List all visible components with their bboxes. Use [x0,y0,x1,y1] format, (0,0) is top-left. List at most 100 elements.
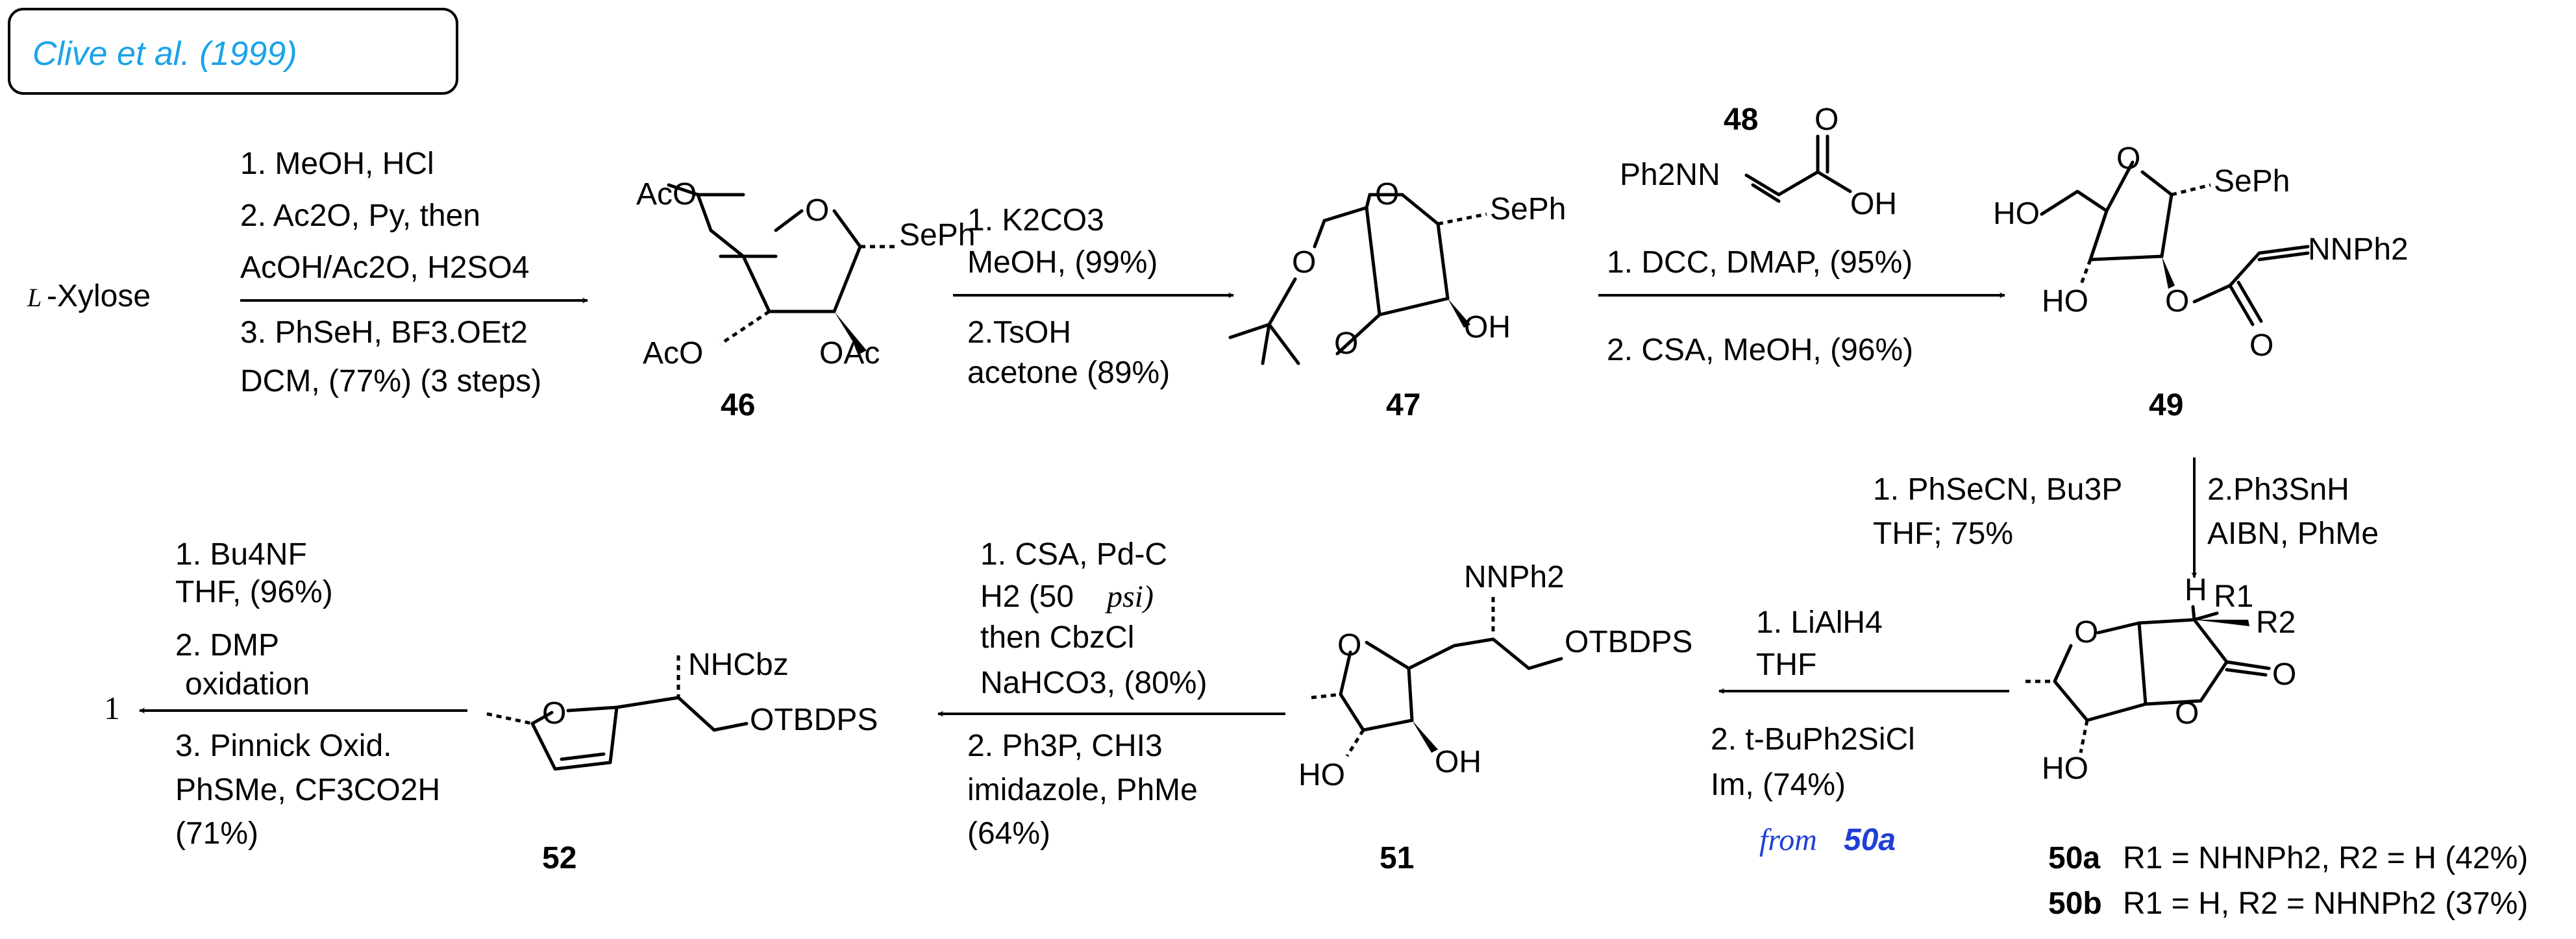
46-ring-o: O [805,193,829,228]
step-3: 1. DCC, DMAP, (95%) 2. CSA, MeOH, (96%) [1598,245,2005,367]
step-5-line-4: Im, (74%) [1711,768,1846,802]
50-o-left: O [2074,615,2098,650]
step-6-line-1: 1. CSA, Pd-C [980,537,1167,572]
52-label: 52 [542,841,576,875]
step-2-line-4: acetone (89%) [967,356,1170,390]
49-o-keto: O [2249,328,2273,363]
51-nnph2: NNPh2 [1464,560,1565,594]
step-2-line-1: 1. K2CO3 [967,203,1104,238]
compound-48: 48 O Ph2NN OH [1620,103,1897,221]
49-ho-top: HO [1993,197,2040,231]
50b-label: 50b [2048,886,2102,921]
46-aco-top: AcO [636,177,697,212]
46-seph: SePh [899,218,975,252]
final-product-label: 1 [104,690,120,726]
start-prefix: L [27,283,42,312]
citation-text: Clive et al. (1999) [32,35,297,73]
48-o: O [1814,103,1839,137]
46-oac: OAc [819,336,880,371]
47-ring-o: O [1375,177,1399,212]
step-5-from-label: 50a [1844,823,1896,857]
46-label: 46 [721,388,755,422]
50-r1: R1 [2214,579,2253,614]
compound-49: HO O SePh HO O NNPh2 O 49 [1993,141,2409,422]
step-6-line-2: H2 (50 [980,579,1074,614]
compound-47: O SePh O O OH 47 [1228,177,1566,422]
49-o-ester: O [2165,284,2189,319]
50-o-right: O [2175,696,2199,731]
51-otbdps: OTBDPS [1565,625,1692,659]
step-7-line-4: oxidation [185,667,310,701]
48-label: 48 [1724,103,1758,137]
49-nnph2: NNPh2 [2308,232,2409,267]
47-oh: OH [1464,310,1511,345]
50-o-keto: O [2272,657,2296,692]
step-1-line-2: 2. Ac2O, Py, then [240,199,480,233]
step-4-left-2: THF; 75% [1873,517,2013,551]
50-r2: R2 [2256,605,2296,640]
step-1-line-1: 1. MeOH, HCl [240,147,434,181]
step-1-line-3: AcOH/Ac2O, H2SO4 [240,250,529,285]
step-1-line-5: DCM, (77%) (3 steps) [240,364,541,398]
step-7-line-2: THF, (96%) [175,575,333,609]
step-4-left-1: 1. PhSeCN, Bu3P [1873,472,2122,507]
step-6-line-3: then CbzCl [980,620,1134,655]
50a-label: 50a [2048,841,2100,875]
47-seph: SePh [1490,192,1566,226]
step-6-line-5: 2. Ph3P, CHI3 [967,729,1163,763]
step-1: 1. MeOH, HCl 2. Ac2O, Py, then AcOH/Ac2O… [240,147,588,398]
step-3-line-1: 1. DCC, DMAP, (95%) [1607,245,1913,280]
step-6-line-7: (64%) [967,816,1050,851]
step-6-line-6: imidazole, PhMe [967,773,1198,807]
starting-material: L -Xylose [27,279,151,313]
48-ph2nn: Ph2NN [1620,158,1720,192]
step-7-line-5: 3. Pinnick Oxid. [175,729,391,763]
50a-text: R1 = NHNPh2, R2 = H (42%) [2123,841,2528,875]
step-2-line-2: MeOH, (99%) [967,245,1158,280]
47-o-top: O [1292,245,1316,280]
51-label: 51 [1380,841,1414,875]
step-6: 1. CSA, Pd-C H2 (50 psi) then CbzCl NaHC… [937,537,1285,851]
51-oh: OH [1435,745,1481,779]
compound-52: NHCbz OTBDPS O 52 [486,648,878,875]
step-6-psi: psi) [1105,579,1154,614]
step-4: 1. PhSeCN, Bu3P THF; 75% 2.Ph3SnH AIBN, … [1873,457,2379,578]
49-ho-bot: HO [2042,284,2088,319]
compound-51: NNPh2 OTBDPS O HO OH 51 [1298,560,1692,875]
50-h: H [2185,573,2207,607]
step-6-line-4: NaHCO3, (80%) [980,666,1207,700]
51-ho: HO [1298,758,1345,792]
49-label: 49 [2149,388,2183,422]
start-name: -Xylose [47,279,151,313]
46-aco-left: AcO [643,336,703,371]
step-4-right-1: 2.Ph3SnH [2207,472,2349,507]
compound-50: O H R1 R2 O O HO 50a R1 = NHNPh2, R2 = H… [2025,573,2528,921]
48-oh: OH [1850,187,1897,221]
step-7-line-1: 1. Bu4NF [175,537,307,572]
47-o-bot: O [1334,326,1358,361]
step-5-line-1: 1. LiAlH4 [1756,605,1883,640]
step-5-line-2: THF [1756,648,1816,682]
50b-text: R1 = H, R2 = NHNPh2 (37%) [2123,886,2528,921]
step-2-line-3: 2.TsOH [967,315,1071,350]
step-5-from: from [1759,823,1817,857]
step-7: 1. Bu4NF THF, (96%) 2. DMP oxidation 3. … [139,537,467,851]
49-seph: SePh [2214,164,2290,199]
step-4-right-2: AIBN, PhMe [2207,517,2379,551]
step-7-line-3: 2. DMP [175,628,279,663]
step-5-line-3: 2. t-BuPh2SiCl [1711,722,1915,757]
compound-46: AcO O SePh AcO OAc 46 [636,177,975,422]
step-3-line-2: 2. CSA, MeOH, (96%) [1607,333,1913,367]
step-5: 1. LiAlH4 THF 2. t-BuPh2SiCl Im, (74%) f… [1711,605,2009,857]
step-1-line-4: 3. PhSeH, BF3.OEt2 [240,315,528,350]
step-2: 1. K2CO3 MeOH, (99%) 2.TsOH acetone (89%… [953,203,1234,390]
step-7-line-7: (71%) [175,816,258,851]
52-otbdps: OTBDPS [750,703,878,737]
citation-box: Clive et al. (1999) [8,8,458,95]
47-label: 47 [1386,388,1420,422]
52-ring-o: O [542,696,566,731]
50-ho: HO [2042,751,2088,786]
step-7-line-6: PhSMe, CF3CO2H [175,773,440,807]
52-nhcbz: NHCbz [688,648,789,682]
